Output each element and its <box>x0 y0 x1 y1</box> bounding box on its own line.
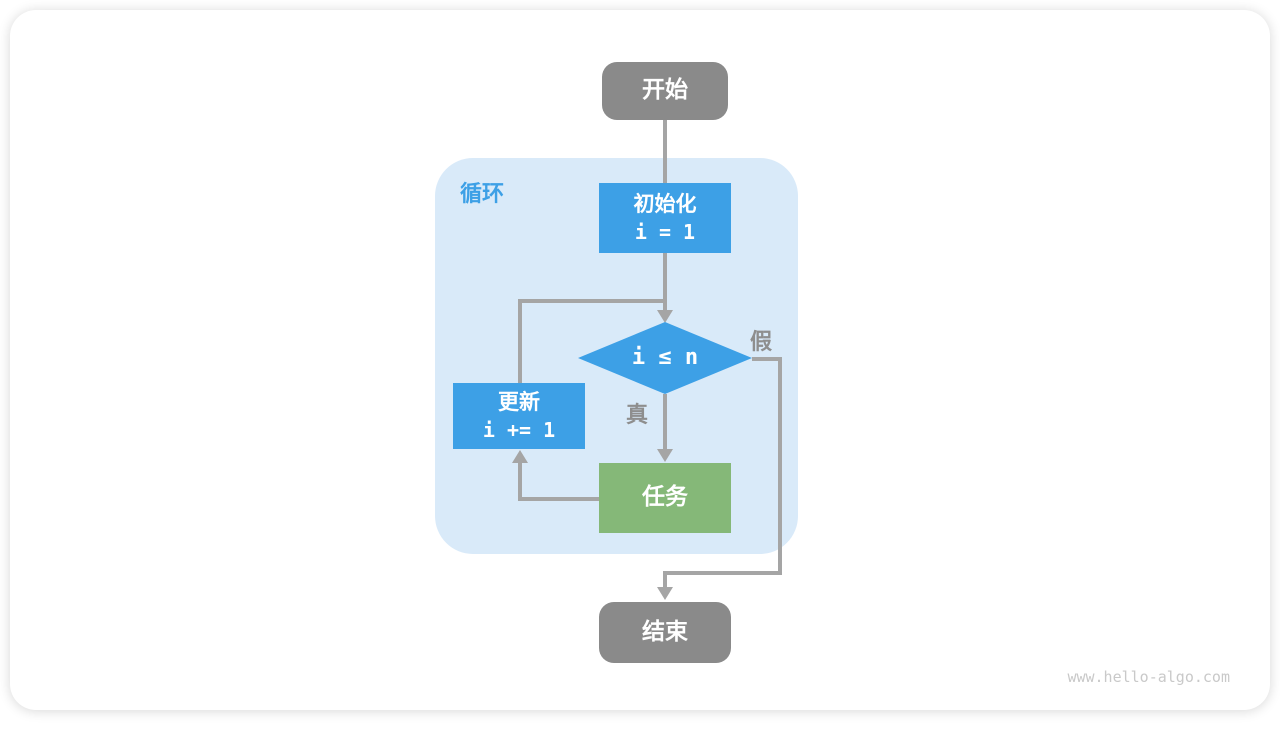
task-node-label: 任务 <box>642 484 688 511</box>
arrowhead-into-update <box>512 450 528 463</box>
end-node: 结束 <box>599 602 731 663</box>
init-node-code: i = 1 <box>634 219 696 244</box>
watermark-text: www.hello-algo.com <box>1067 668 1230 686</box>
init-node-title: 初始化 <box>633 192 697 217</box>
edge-update-to-condition <box>518 299 667 383</box>
start-node: 开始 <box>602 62 728 120</box>
update-node-title: 更新 <box>498 390 540 415</box>
condition-node-code: i ≤ n <box>631 345 699 371</box>
arrowhead-into-task <box>657 449 673 462</box>
init-node: 初始化 i = 1 <box>599 183 731 253</box>
edge-task-to-update <box>518 463 599 501</box>
start-node-label: 开始 <box>642 77 688 104</box>
loop-container-label: 循环 <box>460 182 505 207</box>
false-branch-label: 假 <box>750 330 773 355</box>
diagram-card: 循环 开始 初始化 i = 1 i ≤ n 更新 i += 1 任务 <box>10 10 1270 710</box>
arrowhead-into-condition <box>657 310 673 323</box>
update-node-code: i += 1 <box>482 417 556 442</box>
edge-condition-false-to-end <box>663 357 782 590</box>
update-node: 更新 i += 1 <box>453 383 585 449</box>
arrowhead-into-end <box>657 587 673 600</box>
flow-connectors <box>512 120 782 600</box>
task-node: 任务 <box>599 463 731 533</box>
true-branch-label: 真 <box>626 403 649 428</box>
end-node-label: 结束 <box>642 618 688 645</box>
